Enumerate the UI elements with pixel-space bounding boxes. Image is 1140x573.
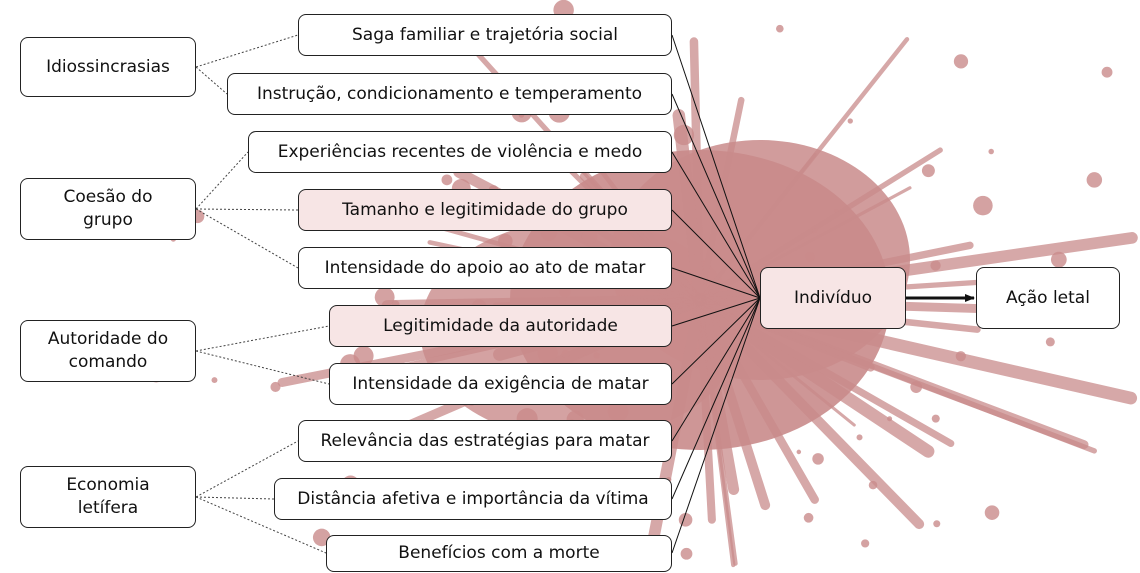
splatter-streak	[695, 295, 925, 530]
splatter-drop	[812, 228, 818, 234]
splatter-drop	[856, 434, 863, 441]
splatter-drop	[561, 349, 570, 358]
factor-to-individuo-line	[671, 93, 761, 299]
factor-relevancia: Relevância das estratégias para matar	[298, 420, 672, 462]
splatter-drop	[803, 512, 814, 523]
factor-to-individuo-line	[671, 297, 761, 500]
splatter-streak	[695, 295, 819, 504]
splatter-drop	[953, 54, 969, 69]
factor-distancia: Distância afetiva e importância da vítim…	[274, 478, 672, 520]
splatter-drop	[581, 228, 598, 244]
category-link	[195, 325, 330, 352]
category-link	[195, 208, 299, 269]
category-link	[195, 151, 249, 210]
factor-to-individuo-line	[671, 297, 761, 442]
splatter-drop	[930, 260, 941, 271]
factor-to-individuo-line	[671, 267, 761, 299]
factor-to-individuo-line	[671, 209, 761, 299]
splatter-drop	[559, 286, 571, 298]
splatter-drop	[441, 174, 453, 186]
splatter-streak	[695, 295, 875, 372]
splatter-drop	[1101, 66, 1113, 78]
splatter-drop	[374, 287, 395, 308]
factor-saga-familiar: Saga familiar e trajetória social	[298, 14, 672, 56]
factor-to-individuo-line	[671, 34, 761, 299]
category-link	[195, 440, 299, 498]
category-link	[195, 34, 299, 68]
splatter-drop	[887, 416, 893, 422]
splatter-drop	[1050, 251, 1067, 268]
splatter-drop	[498, 233, 513, 249]
splatter-drop	[1086, 172, 1103, 188]
splatter-streak	[697, 147, 943, 303]
splatter-drop	[812, 453, 824, 465]
category-link	[195, 66, 228, 95]
splatter-drop	[270, 381, 281, 393]
category-idiossincrasias: Idiossincrasias	[20, 37, 196, 97]
splatter-drop	[796, 449, 802, 455]
splatter-drop	[607, 401, 629, 422]
factor-intensidade-exigencia: Intensidade da exigência de matar	[329, 363, 672, 405]
splatter-streak	[642, 294, 706, 571]
factor-tamanho: Tamanho e legitimidade do grupo	[298, 189, 672, 231]
splatter-drop	[973, 195, 993, 216]
splatter-drop	[1045, 337, 1055, 347]
splatter-drop	[834, 208, 839, 213]
splatter-drop	[921, 164, 935, 178]
splatter-drop	[933, 520, 941, 528]
splatter-drop	[353, 345, 374, 367]
splatter-streak	[672, 109, 707, 307]
splatter-drop	[955, 351, 966, 362]
splatter-drop	[680, 547, 693, 560]
category-link	[195, 350, 330, 385]
category-economia-leti­fera: Economia letífera	[20, 466, 196, 528]
splatter-streak	[694, 294, 740, 496]
factor-to-individuo-line	[671, 297, 761, 554]
splatter-drop	[868, 480, 878, 490]
splatter-drop	[776, 24, 784, 33]
splatter-streak	[698, 298, 856, 427]
splatter-drop	[910, 381, 923, 393]
splatter-streak	[696, 96, 745, 304]
category-link	[195, 208, 299, 211]
factor-to-individuo-line	[671, 151, 761, 299]
splatter-drop	[669, 203, 681, 214]
factor-legitimidade: Legitimidade da autoridade	[329, 305, 672, 347]
splatter-drop	[211, 377, 218, 384]
splatter-drop	[931, 414, 940, 423]
splatter-drop	[537, 343, 558, 364]
individuo-box: Indivíduo	[760, 267, 906, 329]
category-link	[195, 496, 327, 554]
splatter-drop	[673, 124, 695, 146]
category-autoridade-do-comando: Autoridade do comando	[20, 320, 196, 382]
factor-to-individuo-line	[671, 297, 761, 327]
factor-to-individuo-line	[671, 297, 761, 385]
factor-beneficios: Benefícios com a morte	[326, 535, 672, 572]
category-link	[195, 496, 275, 500]
splatter-drop	[861, 539, 870, 548]
factor-experiencias: Experiências recentes de violência e med…	[248, 131, 672, 173]
splatter-drop	[984, 505, 1000, 520]
category-coesao-do-grupo: Coesão do grupo	[20, 178, 196, 240]
factor-instrucao: Instrução, condicionamento e temperament…	[227, 73, 672, 115]
factor-intensidade-apoio: Intensidade do apoio ao ato de matar	[298, 247, 672, 289]
splatter-streak	[696, 296, 955, 448]
splatter-drop	[988, 148, 994, 155]
splatter-drop	[593, 352, 600, 359]
splatter-drop	[847, 118, 853, 124]
splatter-drop	[805, 252, 815, 262]
splatter-streak	[698, 186, 912, 302]
acao-letal-box: Ação letal	[976, 267, 1120, 329]
